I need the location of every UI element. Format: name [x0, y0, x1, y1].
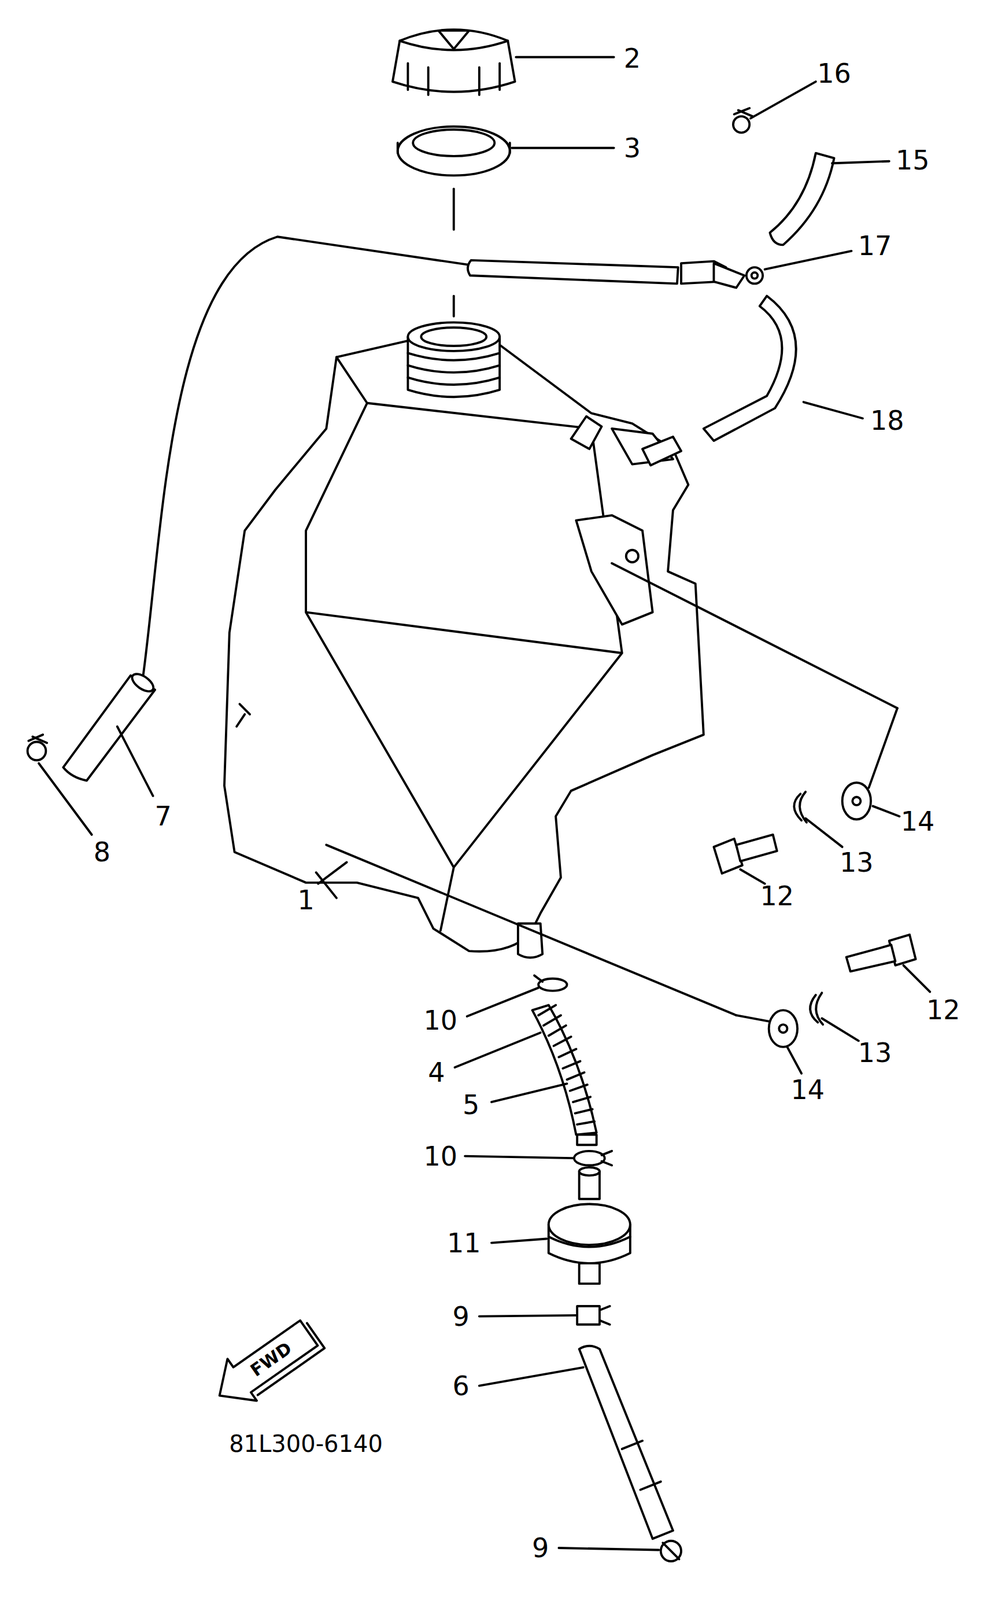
- oil-tank: [224, 322, 704, 957]
- direction-label: FWD: [247, 1338, 295, 1380]
- oil-line: [532, 974, 682, 1561]
- gasket: [397, 126, 511, 176]
- tank-cap: [392, 29, 516, 95]
- callout-number: 16: [817, 60, 852, 87]
- callout-number: 10: [423, 1142, 458, 1170]
- forward-arrow: [204, 1309, 327, 1417]
- callout-number: 13: [858, 1039, 893, 1066]
- callout-number: 18: [870, 407, 905, 434]
- drawing-code: 81L300-6140: [228, 1431, 383, 1455]
- callout-number: 4: [427, 1058, 445, 1086]
- breather-hose: [142, 108, 835, 679]
- callout-number: 14: [790, 1076, 825, 1103]
- callout-number: 9: [452, 1302, 469, 1330]
- callout-number: 7: [154, 802, 172, 830]
- callout-number: 11: [446, 1229, 482, 1256]
- callout-number: 17: [858, 232, 893, 260]
- callout-number: 14: [900, 807, 936, 835]
- leader-lines: [38, 57, 930, 1550]
- callout-number: 6: [452, 1372, 469, 1399]
- callout-number: 12: [926, 996, 961, 1023]
- mount-hardware: [326, 563, 916, 1047]
- callout-number: 9: [531, 1534, 549, 1561]
- callout-number: 2: [623, 45, 641, 72]
- callout-number: 8: [93, 838, 111, 866]
- callout-number: 1: [297, 886, 314, 914]
- callout-number: 5: [462, 1091, 480, 1118]
- callout-number: 13: [839, 848, 874, 876]
- callout-number: 3: [623, 134, 641, 162]
- callout-number: 15: [895, 146, 930, 174]
- callout-number: 10: [423, 1006, 458, 1034]
- callout-number: 12: [759, 882, 794, 909]
